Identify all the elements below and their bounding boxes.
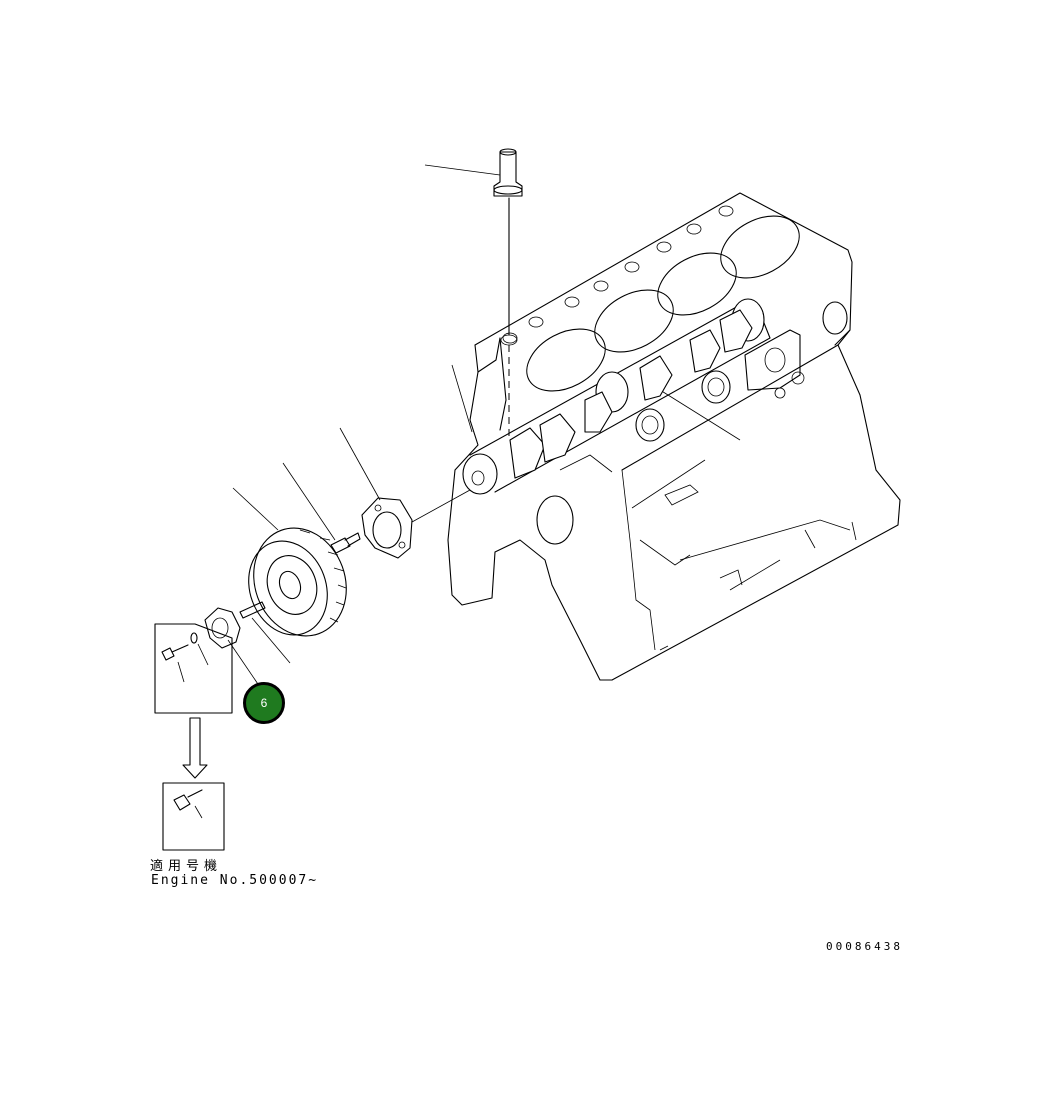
inset-old-bolt-washer [154, 623, 233, 714]
leader-lines [227, 164, 501, 691]
arrow-down-icon [182, 717, 208, 779]
thrust-plate [361, 489, 471, 559]
bolt-part [330, 532, 361, 554]
oil-tube-part [493, 148, 523, 440]
inset-new-flange-bolt [162, 782, 225, 851]
gear-collar [204, 607, 241, 649]
camshaft-gear [248, 527, 347, 637]
camshaft [462, 298, 771, 495]
woodruff-key [239, 601, 266, 619]
drawing-number: 00086438 [826, 940, 903, 953]
callout-badge-6[interactable]: 6 [243, 682, 285, 724]
engine-block [447, 192, 901, 681]
engine-serial-range: Engine No.500007~ [151, 873, 319, 888]
applicability-label: 適用号機 [150, 859, 223, 874]
